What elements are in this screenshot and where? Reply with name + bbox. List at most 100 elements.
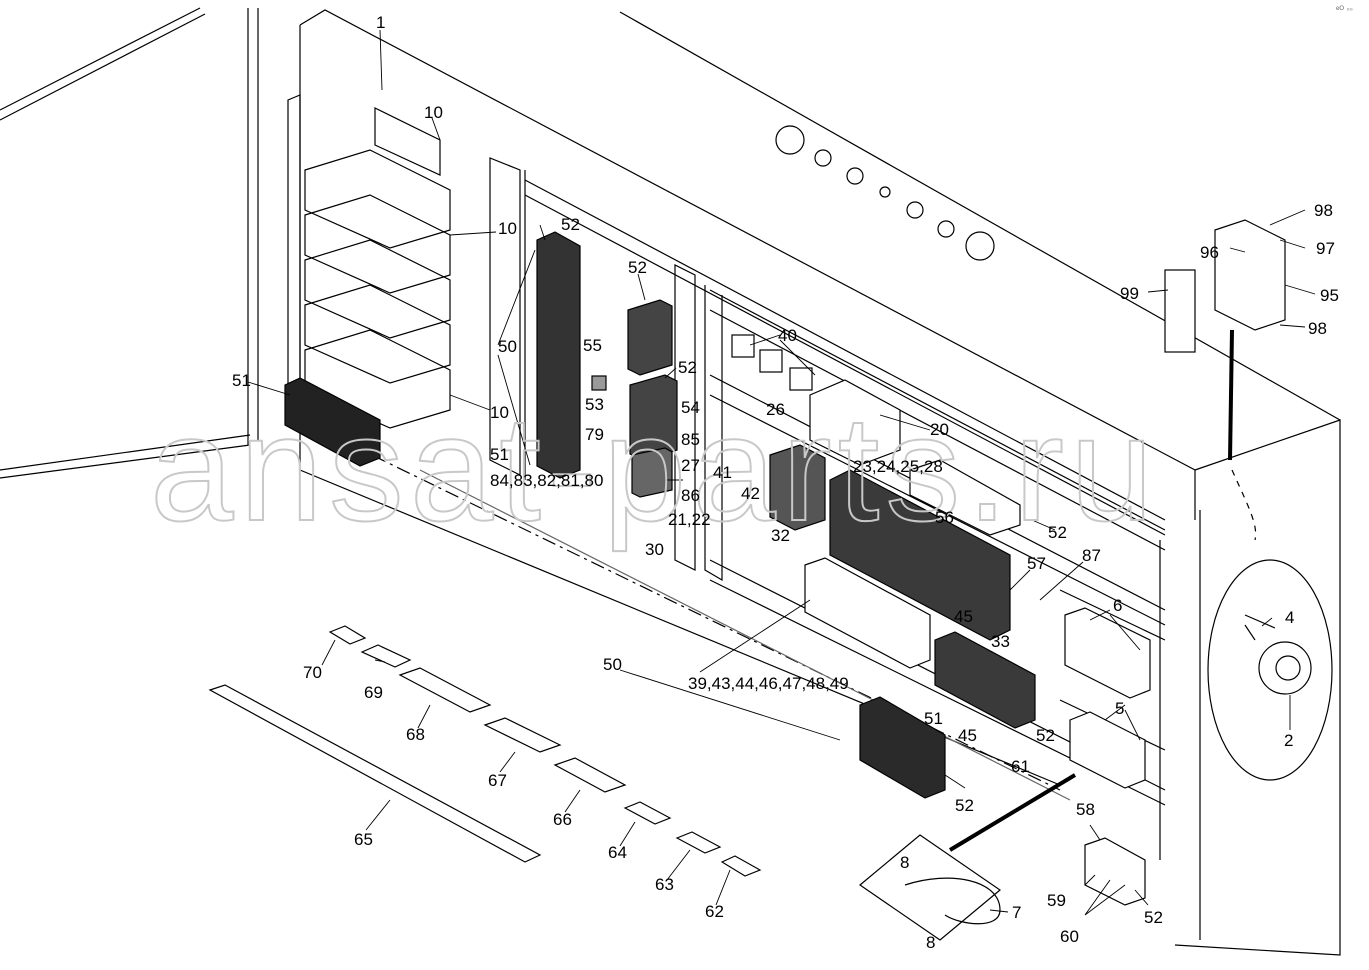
controller-module-stack xyxy=(287,94,451,429)
cable-hole xyxy=(879,186,891,198)
callout-86: 86 xyxy=(681,486,700,505)
callout-10: 10 xyxy=(498,219,517,238)
relays-40 xyxy=(731,334,813,391)
callout-97: 97 xyxy=(1316,239,1335,258)
relay-stack-center xyxy=(627,299,678,498)
callout-62: 62 xyxy=(705,902,724,921)
corner-mark: ᵉᴼ ◦◦ xyxy=(1336,4,1353,14)
watermark-text: ansat-parts.ru xyxy=(150,384,1159,552)
leader-lines xyxy=(247,29,1316,916)
modules-5 xyxy=(1069,711,1146,789)
marker-strip-99 xyxy=(1164,269,1196,353)
callout-20: 20 xyxy=(930,420,949,439)
cable xyxy=(1228,329,1234,461)
callout-60: 60 xyxy=(1060,927,1079,946)
callout-51: 51 xyxy=(232,371,251,390)
fuse-row-20 xyxy=(809,379,901,466)
detail-box-7-8 xyxy=(859,834,1001,941)
jumper-63 xyxy=(675,831,722,854)
callout-56: 56 xyxy=(935,508,954,527)
callout-95: 95 xyxy=(1320,286,1339,305)
terminal-strip-50 xyxy=(536,231,581,479)
callout-7: 7 xyxy=(1012,903,1021,922)
callout-64: 64 xyxy=(608,843,627,862)
horn-2 xyxy=(1258,641,1312,695)
callout-52: 52 xyxy=(1036,726,1055,745)
terminal-group-95-98 xyxy=(1214,219,1286,331)
callout-52: 52 xyxy=(1144,908,1163,927)
callout-26: 26 xyxy=(766,400,785,419)
callout-59: 59 xyxy=(1047,891,1066,910)
callout-51: 51 xyxy=(924,709,943,728)
callout-67: 67 xyxy=(488,771,507,790)
callout-21-22: 21,22 xyxy=(668,510,711,529)
callout-8: 8 xyxy=(900,853,909,872)
harness-7 xyxy=(904,877,1001,925)
callout-8: 8 xyxy=(926,933,935,952)
cable-hole xyxy=(965,231,995,261)
callout-23-28: 23,24,25,28 xyxy=(853,457,943,476)
callout-98: 98 xyxy=(1314,201,1333,220)
cable-duct-vertical xyxy=(674,264,696,571)
cabinet-side-panel xyxy=(1174,419,1341,956)
callout-41: 41 xyxy=(713,463,732,482)
jumper-68 xyxy=(398,667,492,713)
callout-57: 57 xyxy=(1027,554,1046,573)
callout-58: 58 xyxy=(1076,800,1095,819)
jumper-70 xyxy=(328,625,367,645)
callout-45: 45 xyxy=(958,726,977,745)
terminal-block-45 xyxy=(934,631,1036,729)
callout-55: 55 xyxy=(583,336,602,355)
cable-duct-horizontal xyxy=(524,179,1166,536)
cable-hole xyxy=(906,201,924,219)
jumper-66 xyxy=(553,757,627,793)
breaker-row-39-49 xyxy=(804,557,931,669)
callout-2: 2 xyxy=(1284,731,1293,750)
module-row-23-28 xyxy=(909,459,1021,536)
callout-96: 96 xyxy=(1200,243,1219,262)
callout-labels: 1 10 10 10 51 51 51 50 50 52 52 52 52 52… xyxy=(232,13,1339,952)
callout-5: 5 xyxy=(1115,699,1124,718)
jumper-69 xyxy=(360,644,412,668)
cable-duct-horizontal xyxy=(709,289,1166,551)
callout-39-49: 39,43,44,46,47,48,49 xyxy=(688,674,849,693)
cabinet-drawing xyxy=(0,7,1341,956)
terminal-assembly-57 xyxy=(829,469,1011,641)
callout-52: 52 xyxy=(678,358,697,377)
callout-70: 70 xyxy=(303,663,322,682)
terminal-block-58-60 xyxy=(1084,837,1146,906)
callout-69: 69 xyxy=(364,683,383,702)
callout-51: 51 xyxy=(490,445,509,464)
callout-30: 30 xyxy=(645,540,664,559)
callout-50: 50 xyxy=(603,655,622,674)
callout-52: 52 xyxy=(561,215,580,234)
callout-50: 50 xyxy=(498,337,517,356)
callout-1: 1 xyxy=(376,13,385,32)
cabinet-door xyxy=(0,7,206,121)
callout-32: 32 xyxy=(771,526,790,545)
callout-84-80: 84,83,82,81,80 xyxy=(490,471,603,490)
callout-4: 4 xyxy=(1285,608,1294,627)
callout-6: 6 xyxy=(1113,596,1122,615)
wire-4 xyxy=(1244,614,1276,641)
callout-40: 40 xyxy=(778,326,797,345)
cable-hole xyxy=(846,167,864,185)
modules-6 xyxy=(1064,607,1151,699)
callout-79: 79 xyxy=(585,425,604,444)
terminal-block-51-bottom xyxy=(859,696,946,799)
callout-52: 52 xyxy=(628,258,647,277)
jumper-64 xyxy=(623,801,672,825)
cable-hole xyxy=(814,149,832,167)
callout-61: 61 xyxy=(1011,757,1030,776)
component-55 xyxy=(591,375,607,391)
callout-27: 27 xyxy=(681,456,700,475)
cable xyxy=(948,773,1077,852)
cable-duct-vertical xyxy=(704,285,723,582)
cable-hole xyxy=(775,125,805,155)
jumper-67 xyxy=(483,717,562,753)
callout-33: 33 xyxy=(991,632,1010,651)
terminal-block-51-left xyxy=(284,377,381,467)
callout-63: 63 xyxy=(655,875,674,894)
callout-52: 52 xyxy=(1048,523,1067,542)
